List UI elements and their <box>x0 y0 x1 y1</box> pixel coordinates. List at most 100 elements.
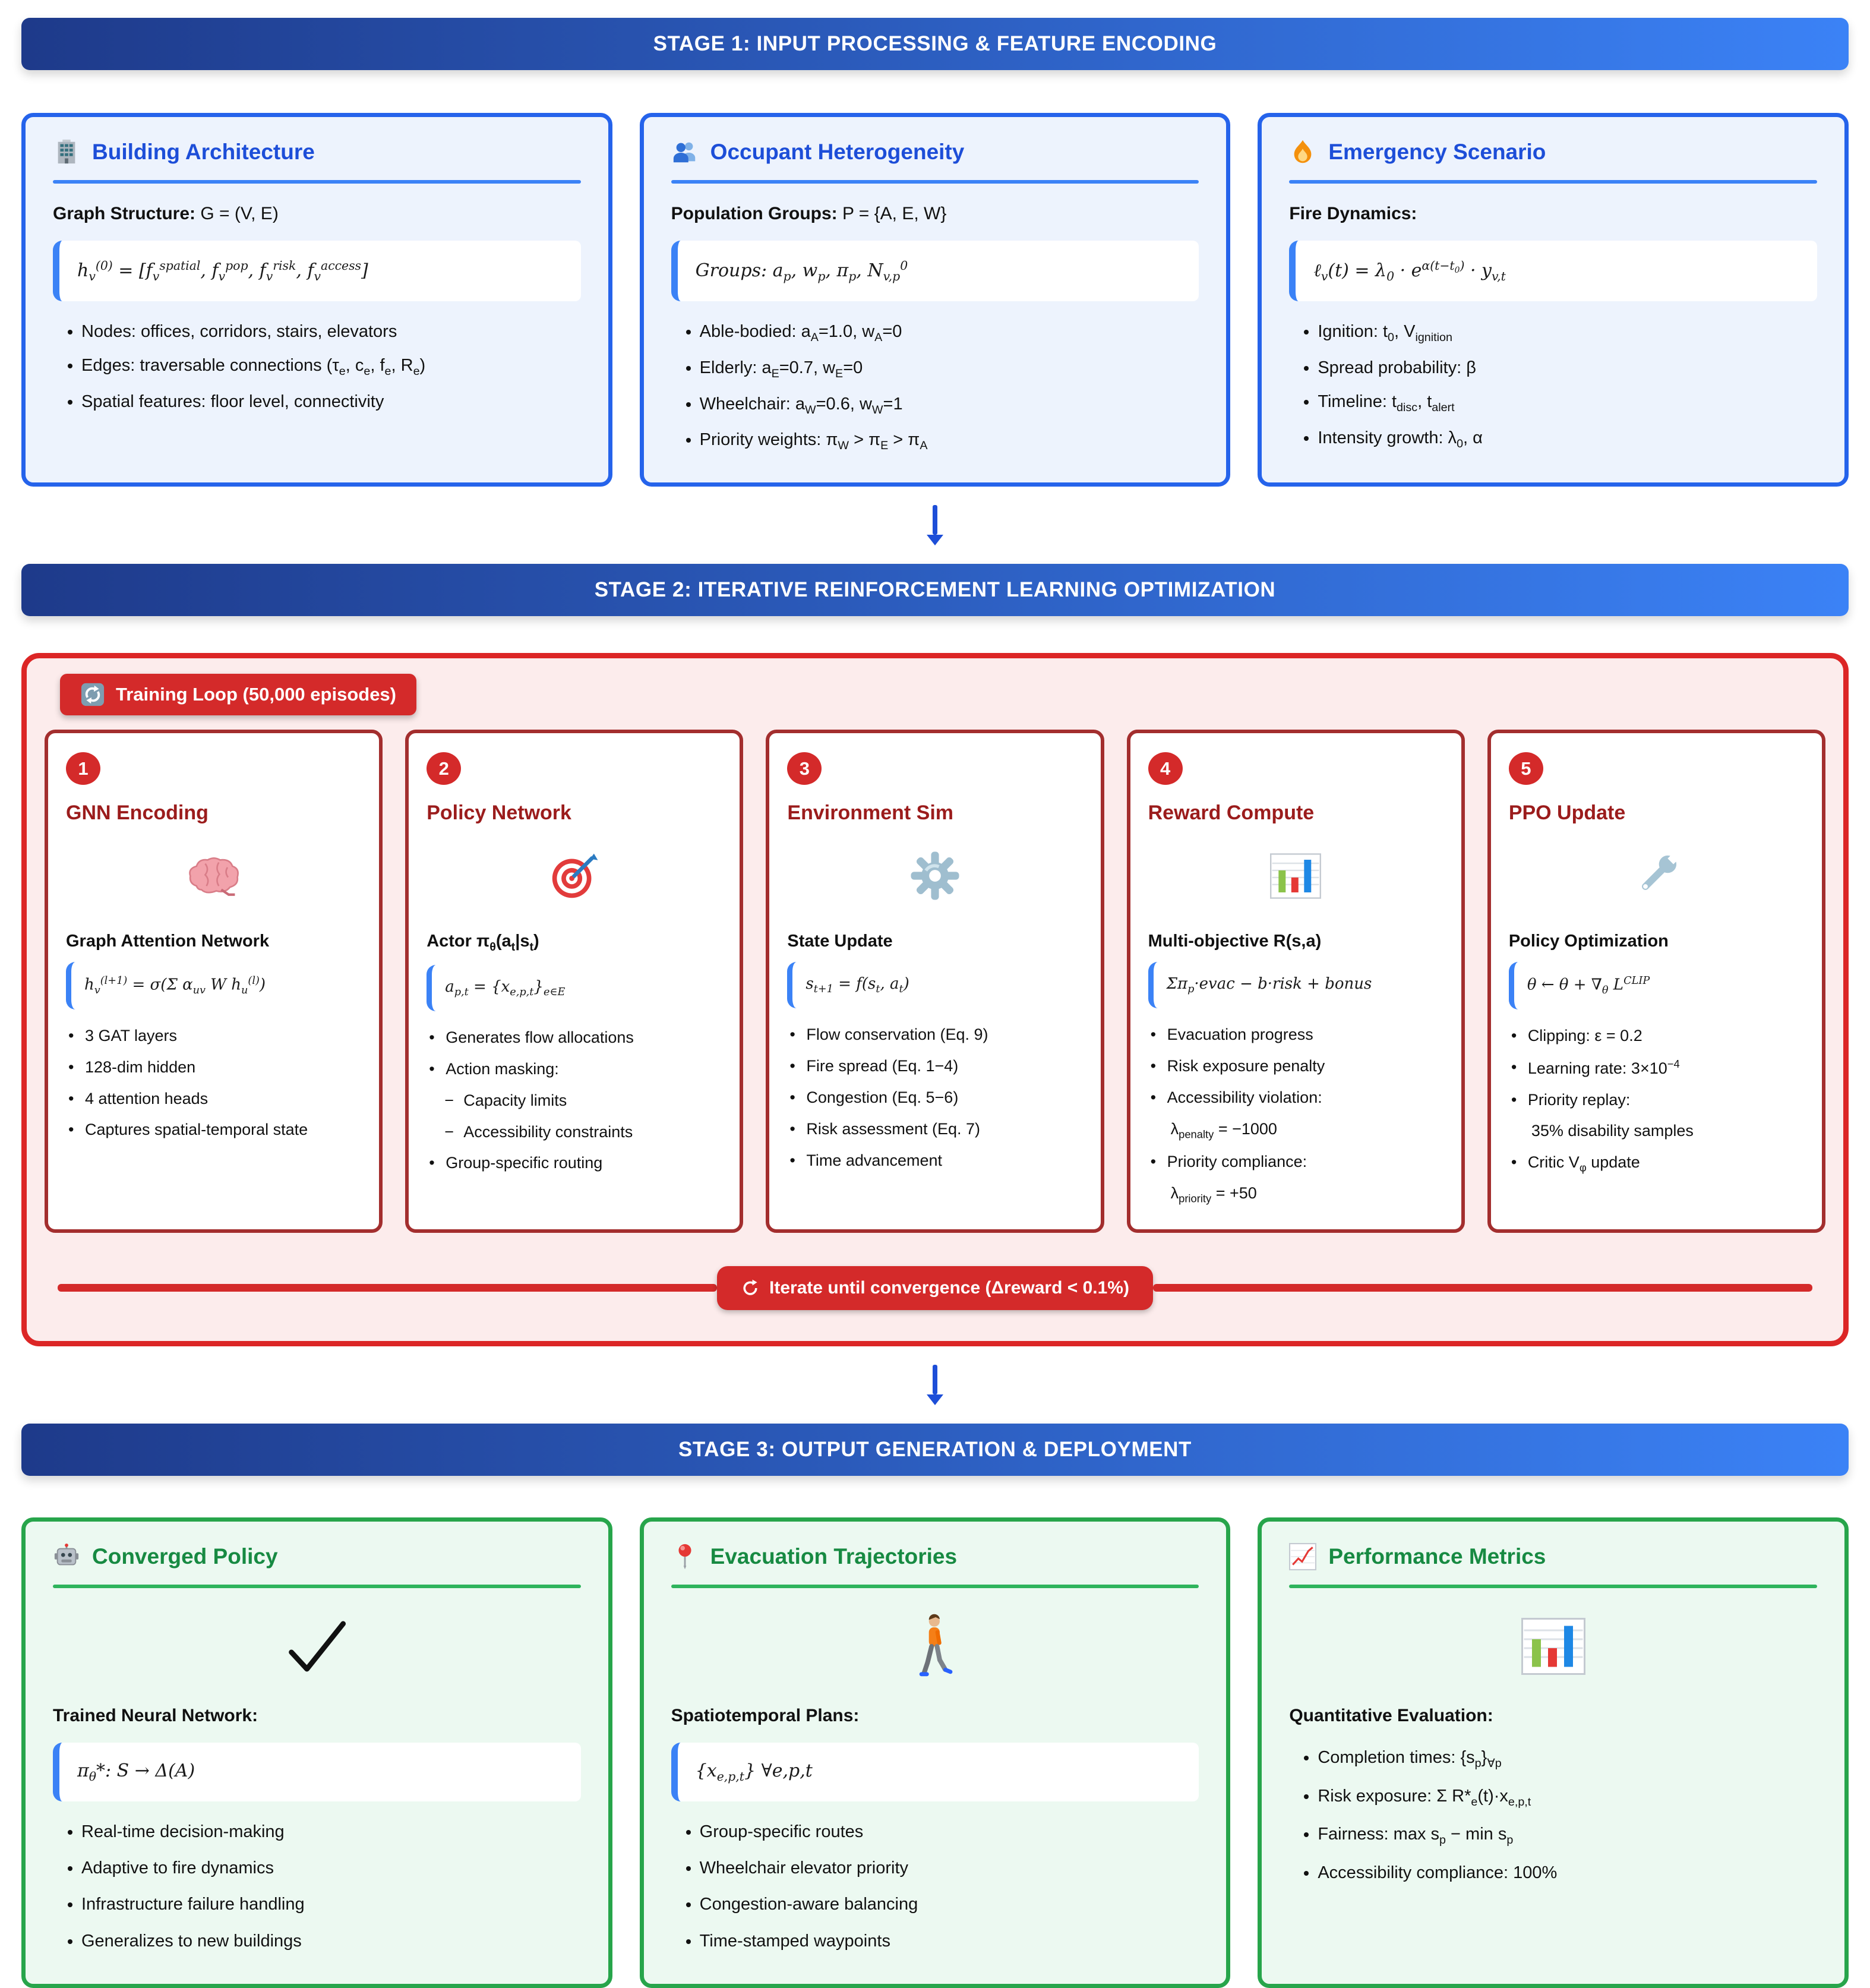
formula-box: πθ*: S → Δ(A) <box>53 1742 581 1801</box>
card-title: Converged Policy <box>92 1544 278 1569</box>
card-title: Performance Metrics <box>1328 1544 1546 1569</box>
pushpin-icon <box>671 1543 699 1570</box>
people-icon <box>671 138 699 166</box>
formula-box: Groups: ap, wp, πp, Nv,p0 <box>671 241 1199 301</box>
bullet-item: Ignition: t0, Vignition <box>1318 320 1817 345</box>
step-line: Flow conservation (Eq. 9) <box>787 1024 1082 1046</box>
step-lines: Clipping: ε = 0.2 Learning rate: 3×10−4 … <box>1509 1025 1804 1175</box>
bullet-item: Generalizes to new buildings <box>81 1930 581 1952</box>
loop-icon <box>80 682 105 707</box>
building-icon <box>53 138 80 166</box>
step-title: GNN Encoding <box>66 801 209 825</box>
bullet-list: Completion times: {sp}∀p Risk exposure: … <box>1289 1746 1817 1885</box>
step-lines: Evacuation progress Risk exposure penalt… <box>1148 1024 1443 1206</box>
stage3-header-title: STAGE 3: OUTPUT GENERATION & DEPLOYMENT <box>678 1437 1192 1461</box>
convergence-pill: Iterate until convergence (Δreward < 0.1… <box>717 1266 1153 1310</box>
arrow-shaft <box>933 1364 937 1394</box>
step-gnn-encoding: 1 GNN Encoding Graph Attention Network h… <box>45 730 383 1233</box>
pedestrian-icon <box>671 1608 1199 1684</box>
card-header: Performance Metrics <box>1289 1542 1817 1570</box>
step-policy-network: 2 Policy Network Actor πθ(at|st) ap,t = … <box>405 730 744 1233</box>
formula-box: hv(l+1) = σ(Σ αuv W hu(l)) <box>66 962 362 1010</box>
stage1-header-title: STAGE 1: INPUT PROCESSING & FEATURE ENCO… <box>653 32 1217 55</box>
formula-box: θ ← θ + ∇θ LCLIP <box>1508 962 1805 1010</box>
bar-chart-icon <box>1148 845 1443 907</box>
training-loop-container: Training Loop (50,000 episodes) 1 GNN En… <box>21 653 1849 1346</box>
bullet-list: Group-specific routes Wheelchair elevato… <box>671 1820 1199 1952</box>
card-title: Emergency Scenario <box>1328 140 1546 164</box>
step-subline: Capacity limits <box>427 1090 722 1112</box>
formula-box: st+1 = f(st, at) <box>787 962 1083 1009</box>
step-line: Priority compliance: <box>1148 1151 1443 1173</box>
step-line: Time advancement <box>787 1150 1082 1172</box>
step-line: Learning rate: 3×10−4 <box>1509 1056 1804 1080</box>
step-line: 3 GAT layers <box>66 1025 361 1047</box>
step-reward-compute: 4 Reward Compute Multi-objective R(s,a) … <box>1126 730 1465 1233</box>
step-lines: Flow conservation (Eq. 9) Fire spread (E… <box>787 1024 1082 1172</box>
title-divider <box>53 180 581 184</box>
card-evacuation-trajectories: Evacuation Trajectories Spatiotemporal P… <box>639 1517 1231 1988</box>
card-occupant-heterogeneity: Occupant Heterogeneity Population Groups… <box>639 113 1231 487</box>
title-divider <box>671 180 1199 184</box>
bullet-item: Group-specific routes <box>700 1820 1199 1843</box>
stage2-header-title: STAGE 2: ITERATIVE REINFORCEMENT LEARNIN… <box>594 578 1276 602</box>
step-line: Generates flow allocations <box>427 1027 722 1049</box>
arrow-shaft <box>933 505 937 535</box>
bullet-item: Spread probability: β <box>1318 356 1817 379</box>
step-subtitle: Graph Attention Network <box>66 932 270 951</box>
step-line: 128-dim hidden <box>66 1056 361 1079</box>
step-line: Risk assessment (Eq. 7) <box>787 1118 1082 1141</box>
step-line: Action masking: <box>427 1058 722 1081</box>
title-divider <box>1289 1584 1818 1588</box>
step-line-continuation: λpenalty = −1000 <box>1170 1119 1277 1141</box>
intro-line: Graph Structure: G = (V, E) <box>53 204 581 224</box>
step-title: Policy Network <box>427 801 571 825</box>
bullet-list: Real-time decision-making Adaptive to fi… <box>53 1820 581 1952</box>
intro-line: Fire Dynamics: <box>1289 204 1817 224</box>
bullet-item: Priority weights: πW > πE > πA <box>700 428 1199 453</box>
bullet-item: Elderly: aE=0.7, wE=0 <box>700 356 1199 381</box>
gear-icon <box>787 845 1082 907</box>
bullet-item: Fairness: max sp − min sp <box>1318 1823 1817 1848</box>
intro-label: Population Groups: <box>671 204 838 223</box>
step-line: Critic Vφ update <box>1509 1151 1804 1175</box>
step-line: Fire spread (Eq. 1−4) <box>787 1055 1082 1078</box>
step-line: Congestion (Eq. 5−6) <box>787 1087 1082 1109</box>
step-title: Environment Sim <box>787 801 954 825</box>
intro-line: Population Groups: P = {A, E, W} <box>671 204 1199 224</box>
card-header: Emergency Scenario <box>1289 138 1817 166</box>
brain-icon <box>66 845 361 907</box>
step-number-badge: 2 <box>427 752 462 785</box>
step-number-badge: 1 <box>66 752 100 785</box>
chart-up-icon <box>1289 1542 1317 1570</box>
card-header: Evacuation Trajectories <box>671 1543 1199 1570</box>
step-line: Risk exposure penalty <box>1148 1055 1443 1078</box>
training-loop-badge: Training Loop (50,000 episodes) <box>60 674 416 716</box>
bullet-item: Wheelchair elevator priority <box>700 1857 1199 1879</box>
step-line: 4 attention heads <box>66 1088 361 1110</box>
bullet-item: Time-stamped waypoints <box>700 1930 1199 1952</box>
convergence-line-right <box>1152 1284 1812 1292</box>
bullet-item: Real-time decision-making <box>81 1820 581 1843</box>
card-converged-policy: Converged Policy Trained Neural Network:… <box>21 1517 612 1988</box>
bullet-item: Risk exposure: Σ R*e(t)·xe,p,t <box>1318 1785 1817 1810</box>
flow-arrow-down-1 <box>21 487 1849 564</box>
formula-box: Σπp·evac − b·risk + bonus <box>1148 962 1443 1009</box>
step-number-badge: 3 <box>787 752 822 785</box>
step-title: Reward Compute <box>1148 801 1315 825</box>
formula-box: ap,t = {xe,p,t}e∈E <box>427 965 722 1012</box>
check-icon <box>53 1608 581 1684</box>
arrow-head-icon <box>927 535 943 546</box>
card-title: Building Architecture <box>92 140 315 164</box>
bar-chart-icon <box>1289 1608 1817 1684</box>
flow-arrow-down-2 <box>21 1346 1849 1424</box>
bullet-item: Congestion-aware balancing <box>700 1893 1199 1916</box>
intro-value: G = (V, E) <box>195 204 279 223</box>
intro-label: Graph Structure: <box>53 204 196 223</box>
step-subtitle: Actor πθ(at|st) <box>427 932 539 954</box>
wrench-icon <box>1509 845 1804 907</box>
bullet-item: Completion times: {sp}∀p <box>1318 1746 1817 1771</box>
intro-value: P = {A, E, W} <box>837 204 947 223</box>
training-loop-label: Training Loop (50,000 episodes) <box>116 684 396 705</box>
bullet-item: Timeline: tdisc, talert <box>1318 390 1817 415</box>
